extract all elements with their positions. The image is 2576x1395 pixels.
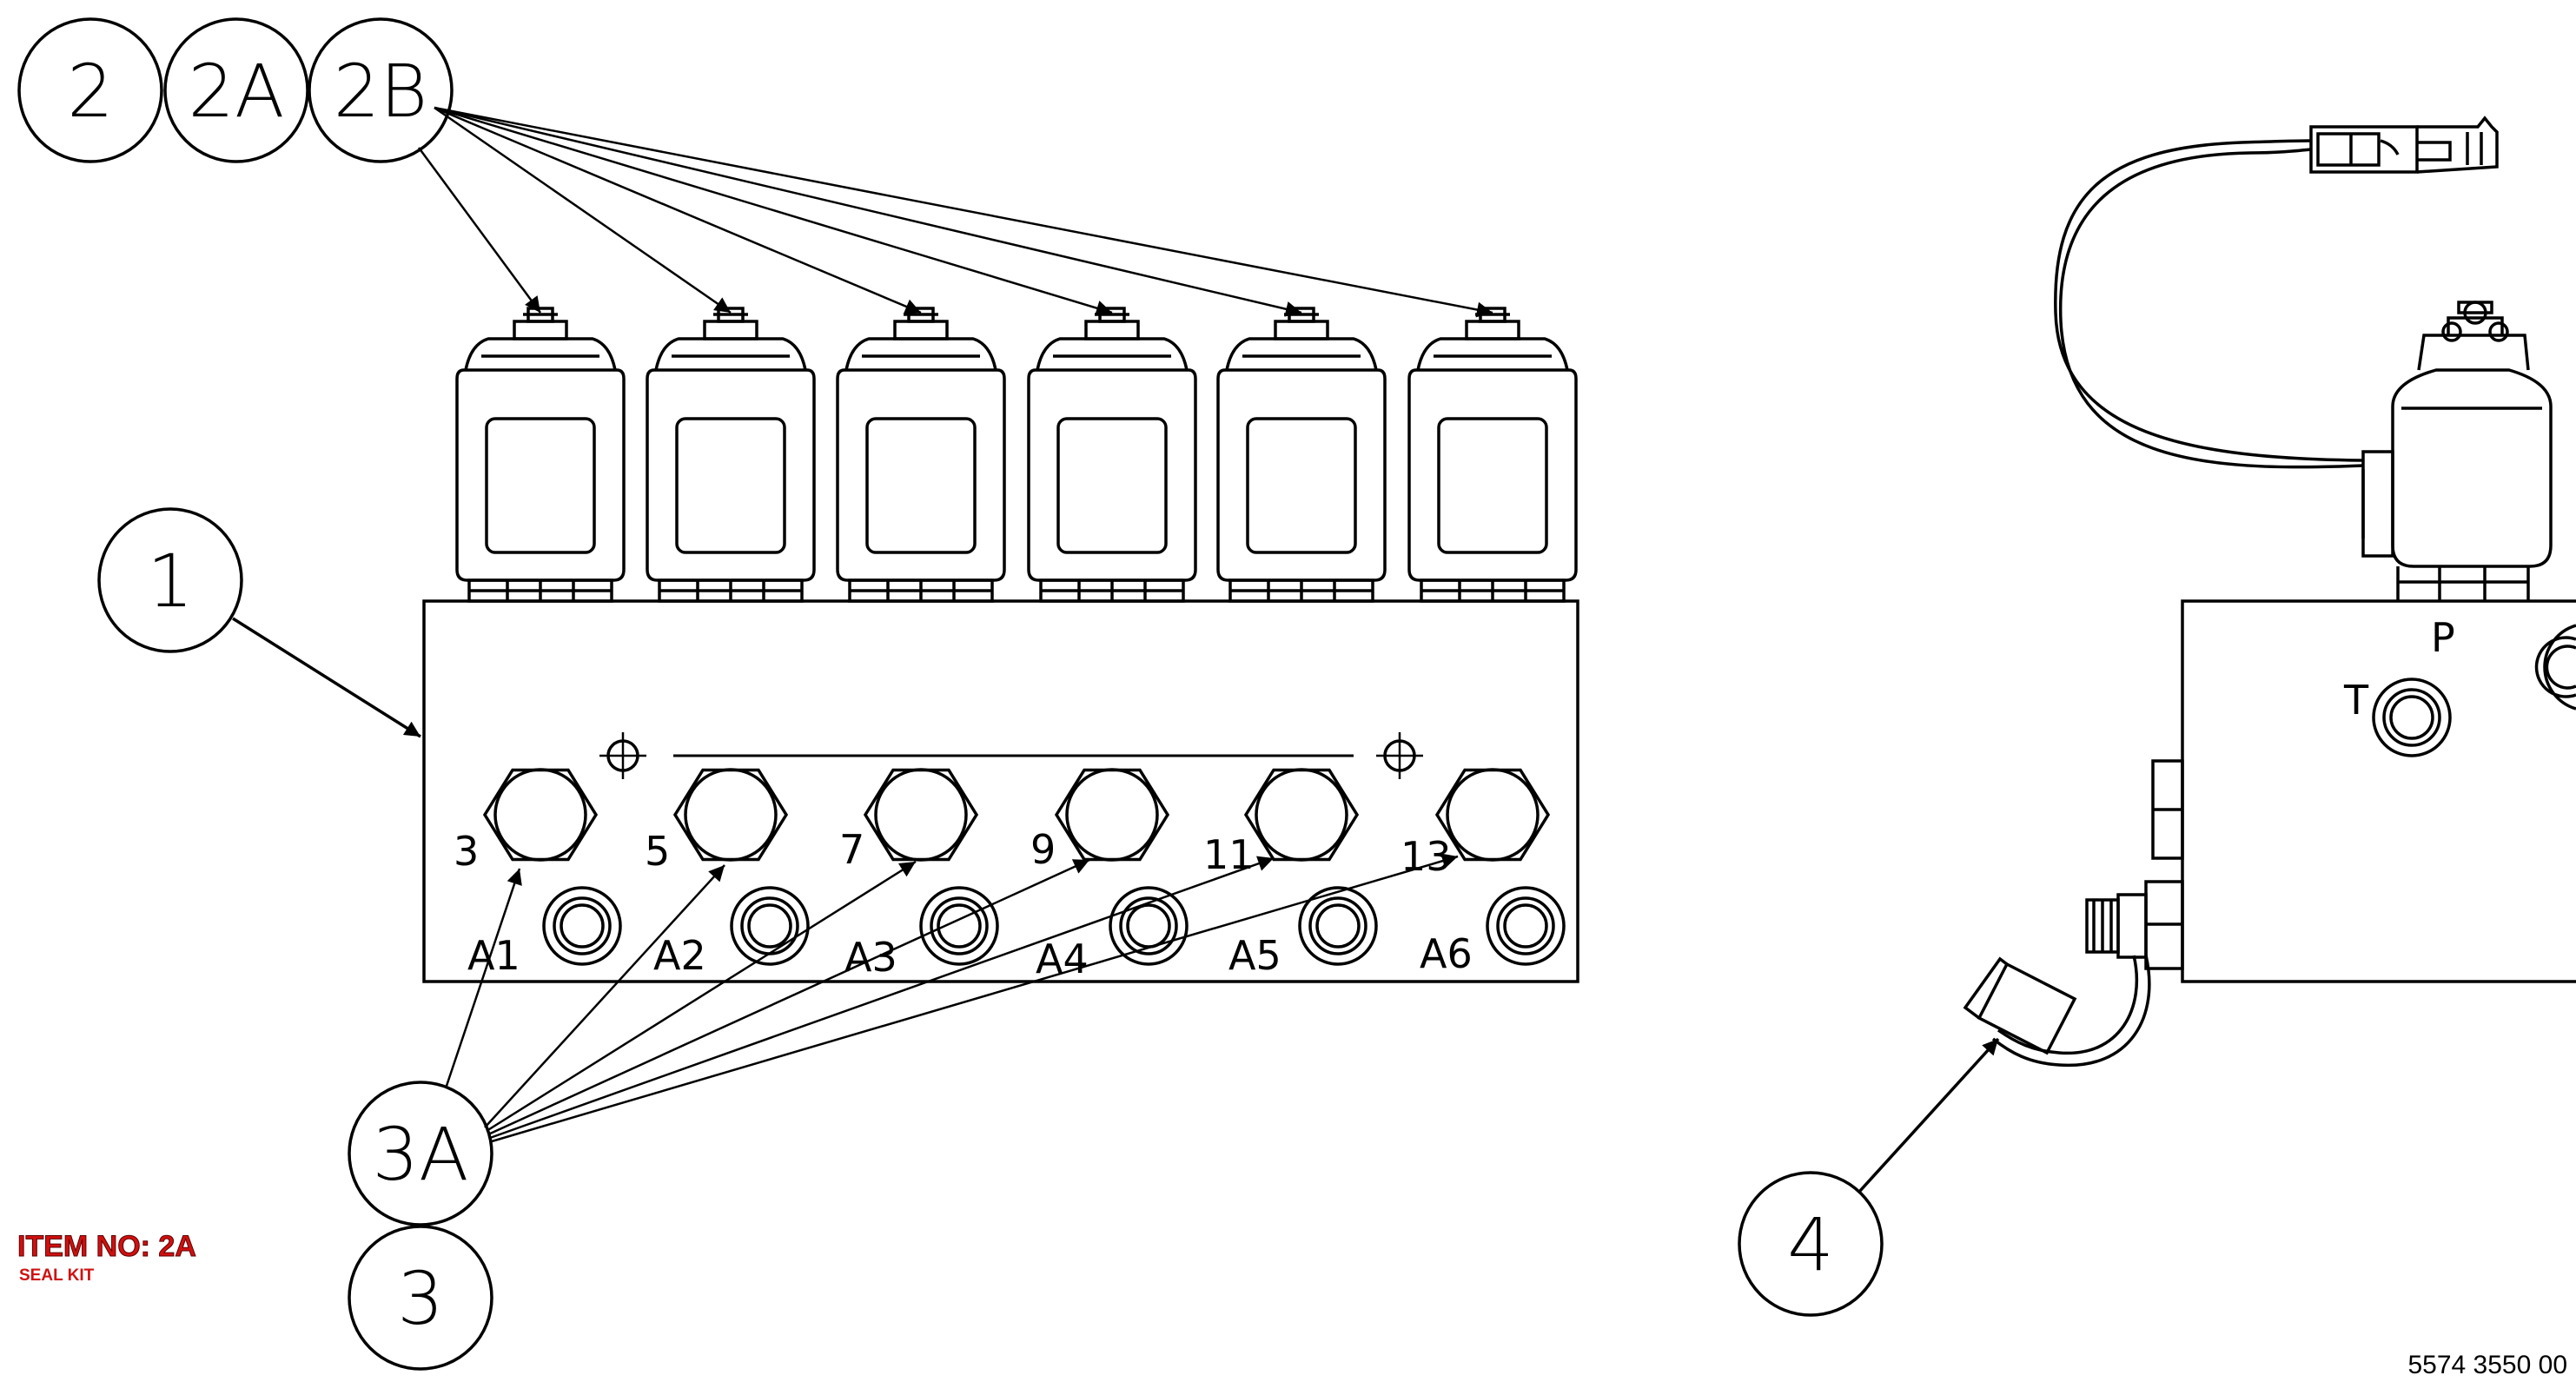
hex-plug-3: [863, 768, 979, 862]
balloon-2b: [308, 17, 454, 163]
o-ring-port-2: [730, 886, 810, 966]
port-labels: A1 A2 A3 A4 A5 A6: [467, 930, 1473, 982]
hex-plug-4: [1054, 768, 1170, 862]
solenoid-valve-1: [455, 307, 626, 603]
balloon-4-group: 4: [1738, 1037, 2000, 1317]
solenoid-valve-4: [1027, 307, 1197, 603]
leader-2b-1: [417, 147, 542, 314]
sensor-nut: [2116, 893, 2148, 959]
side-block: [2181, 599, 2576, 983]
work-ports: [542, 886, 1566, 966]
balloon-2: [17, 17, 163, 163]
balloon-2-label: 2: [67, 49, 113, 134]
dust-cap: [1977, 962, 2077, 1055]
wire-b: [2058, 148, 2364, 469]
balloon-4-label: 4: [1787, 1202, 1833, 1287]
balloon-3-group: 3A 3: [348, 1081, 493, 1371]
o-ring-port-5: [1298, 886, 1378, 966]
leader-2b-2: [434, 106, 732, 314]
port-number-9: 9: [1030, 826, 1056, 873]
balloon-4: [1738, 1171, 1884, 1317]
item-number: ITEM NO: 2A: [17, 1230, 196, 1263]
port-number-3: 3: [454, 828, 479, 875]
leader-3a-4: [487, 858, 1090, 1136]
port-label-a3: A3: [844, 934, 897, 981]
balloon-1-group: 1: [97, 507, 421, 738]
side-view: T P: [1963, 116, 2576, 1068]
solenoid-valve-2: [646, 307, 816, 603]
leader-1: [232, 617, 421, 738]
port-label-a1: A1: [467, 932, 520, 979]
port-p: [2543, 624, 2576, 711]
hex-plugs: [482, 768, 1551, 862]
balloon-3a: [348, 1081, 493, 1226]
o-ring-port-4: [1109, 886, 1189, 966]
port-t: [2372, 678, 2452, 757]
drawing-number: 5574 3550 00: [2407, 1351, 2567, 1379]
port-t-label: T: [2343, 677, 2369, 724]
leader-3a-2: [484, 864, 725, 1128]
wire-a: [2054, 139, 2364, 462]
port-p-label: P: [2431, 614, 2455, 661]
o-ring-port-3: [919, 886, 999, 966]
title-block: ITEM NO: 2A SEAL KIT: [17, 1230, 197, 1286]
manifold-block: [422, 599, 1579, 983]
leader-2b-4: [434, 106, 1113, 316]
port-number-5: 5: [645, 828, 670, 875]
o-ring-port-1: [542, 886, 622, 966]
port-number-13: 13: [1401, 833, 1452, 880]
hex-plug-6: [1434, 768, 1551, 862]
solenoid-valve-5: [1216, 307, 1387, 603]
port-label-a5: A5: [1228, 932, 1281, 979]
electrical-connector: [2309, 116, 2499, 174]
port-label-a4: A4: [1036, 936, 1089, 982]
solenoid-valve-6: [1407, 307, 1578, 603]
port-number-11: 11: [1203, 831, 1255, 878]
balloon-3: [348, 1225, 493, 1371]
leader-3a-1: [445, 868, 522, 1087]
balloon-1: [97, 507, 243, 653]
side-solenoid-coil: [2391, 368, 2553, 568]
leader-2b-5: [434, 106, 1302, 317]
leader-4: [1858, 1037, 2000, 1193]
hex-plug-5: [1243, 768, 1360, 862]
balloon-3-label: 3: [397, 1256, 443, 1341]
leader-2b-6: [434, 106, 1493, 318]
side-connector-boss: [2361, 450, 2394, 558]
port-label-a2: A2: [653, 932, 706, 979]
balloon-1-label: 1: [147, 539, 193, 624]
balloon-3a-label: 3A: [373, 1112, 469, 1197]
o-ring-port-6: [1486, 886, 1566, 966]
balloon-2a-label: 2A: [189, 49, 285, 134]
balloon-2b-label: 2B: [334, 49, 427, 134]
balloon-group-2: 2 2A 2B: [17, 17, 454, 163]
leader-3a-6: [491, 853, 1459, 1143]
leader-3a-3: [486, 860, 917, 1133]
solenoid-valves: [455, 307, 1578, 603]
leader-3a-5: [489, 856, 1275, 1140]
solenoid-valve-3: [836, 307, 1006, 603]
side-solenoid-cap: [2417, 334, 2530, 371]
hex-plug-2: [672, 768, 789, 862]
leader-2b-3: [434, 106, 922, 314]
mounting-holes: [599, 732, 1423, 779]
balloon-2a: [163, 17, 309, 163]
item-description: SEAL KIT: [19, 1266, 95, 1285]
hex-plug-1: [482, 768, 599, 862]
leaders-2b: [417, 106, 1493, 318]
port-number-7: 7: [839, 826, 864, 873]
leaders-3a: [445, 853, 1459, 1143]
port-label-a6: A6: [1420, 930, 1473, 977]
